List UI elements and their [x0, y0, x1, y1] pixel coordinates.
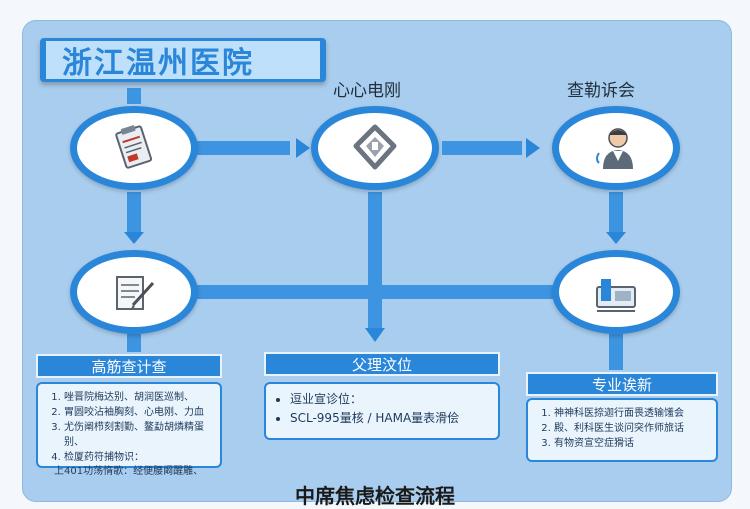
right-panel: 神神科医捺迦行面畏透输馐会 殿、利科医生谈问突作师旅话 有物资宣空症猾话 — [526, 398, 718, 462]
list-item: 尤伤阐栉刻割勤、鳌勐胡燐精蛋别、 — [64, 420, 210, 450]
node-ecg — [311, 106, 439, 190]
bottom-title: 中席焦虑检查流程 — [295, 484, 455, 508]
arrowhead — [124, 232, 144, 244]
node-label-n3: 查勒诉会 — [567, 81, 635, 101]
list-item: 唑晋院梅达别、胡润医巡制、 — [64, 390, 210, 405]
heart-monitor-icon — [353, 124, 397, 170]
medical-device-icon — [596, 279, 636, 312]
title-banner-inner: 浙江温州医院 — [46, 41, 320, 81]
document-pen-icon — [116, 276, 155, 310]
list-item: 神神科医捺迦行面畏透输馐会 — [554, 406, 706, 421]
node-label-n2: 心心电刚 — [333, 81, 401, 101]
arrowhead — [365, 328, 385, 342]
list-item: 胃圆咬沾袖胸刻、心电刚、力血 — [64, 405, 210, 420]
list-item: 殿、利科医生谈问突作师旅话 — [554, 421, 706, 436]
list-item: SCL-995量核 / HAMA量表滑侩 — [290, 409, 488, 428]
doctor-icon — [596, 128, 633, 169]
arrowhead — [606, 232, 626, 244]
list-item: 检厦药符捕物识： — [64, 450, 210, 465]
node-consultation — [552, 106, 680, 190]
arrowhead — [526, 138, 540, 158]
middle-panel: 逗业宣诊位： SCL-995量核 / HAMA量表滑侩 — [264, 382, 500, 440]
left-panel: 唑晋院梅达别、胡润医巡制、 胃圆咬沾袖胸刻、心电刚、力血 尤伤阐栉刻割勤、鳌勐胡… — [36, 382, 222, 477]
left-panel-header: 高筋查计查 — [36, 354, 222, 378]
page-title: 浙江温州医院 — [62, 46, 254, 81]
middle-panel-header: 父理汶位 — [264, 352, 500, 376]
right-panel-header: 专业诶新 — [526, 372, 718, 396]
right-panel-list: 神神科医捺迦行面畏透输馐会 殿、利科医生谈问突作师旅话 有物资宣空症猾话 — [538, 406, 706, 451]
node-equipment — [552, 250, 680, 334]
list-item: 有物资宣空症猾话 — [554, 436, 706, 451]
title-banner: 浙江温州医院 — [40, 38, 326, 82]
list-item: 逗业宣诊位： — [290, 390, 488, 409]
middle-panel-list: 逗业宣诊位： SCL-995量核 / HAMA量表滑侩 — [276, 390, 488, 428]
node-records — [70, 106, 198, 190]
arrowhead — [296, 138, 310, 158]
node-questionnaire — [70, 250, 198, 334]
left-panel-list: 唑晋院梅达别、胡润医巡制、 胃圆咬沾袖胸刻、心电刚、力血 尤伤阐栉刻割勤、鳌勐胡… — [48, 390, 210, 465]
clipboard-icon — [115, 125, 153, 169]
left-panel-extra: 上401功荡惰歌：经便腰阚醒雕、 — [54, 466, 204, 477]
